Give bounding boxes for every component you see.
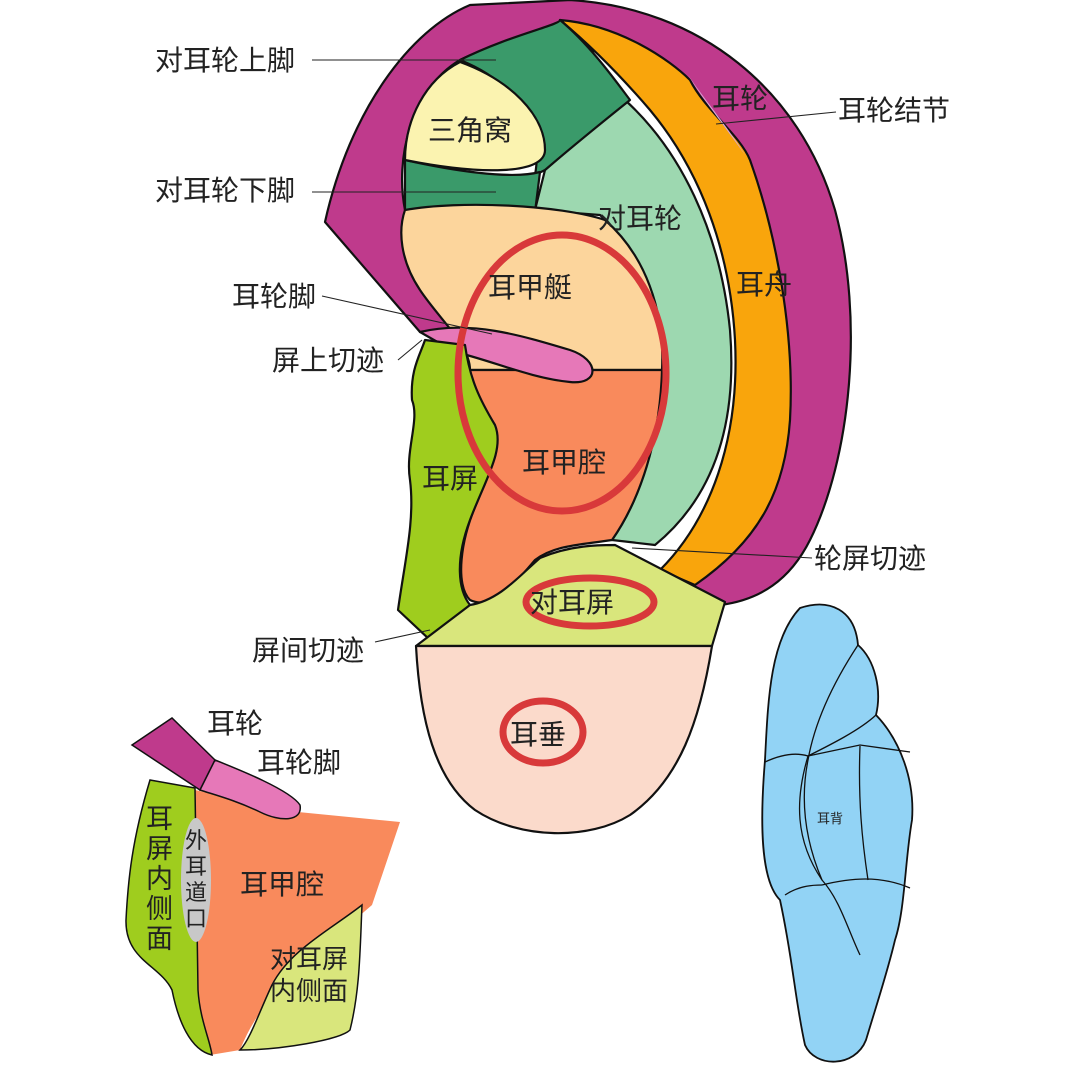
callout-helix-antitragus-notch: 轮屏切迹 [814, 542, 926, 575]
inner-region-helix-crus [198, 759, 301, 820]
back-contour-line [798, 755, 823, 881]
inner-label-tragus-char: 面 [146, 924, 173, 955]
inner-label-tragus-char: 侧 [146, 894, 173, 925]
leader-intertragic-notch [374, 629, 431, 643]
label-lobule: 耳垂 [510, 718, 566, 751]
leader-helix-crus [321, 295, 493, 335]
callout-helix-crus: 耳轮脚 [232, 280, 316, 313]
callout-helix-tubercle: 耳轮结节 [838, 94, 950, 127]
label-helix: 耳轮 [712, 82, 768, 115]
label-cavum-conchae: 耳甲腔 [522, 446, 606, 479]
inner-label-tragus-char: 耳 [146, 804, 173, 835]
highlight-ring-lobule [499, 697, 587, 767]
inner-label-helix-crus: 耳轮脚 [257, 746, 341, 779]
label-tragus: 耳屏 [422, 462, 478, 495]
back-contour-line [821, 878, 911, 889]
region-triangular-fossa [403, 60, 547, 172]
inner-label-ear-canal-char: 道 [185, 881, 207, 906]
back-view: 耳背 [761, 603, 914, 1063]
callout-inferior-crus: 对耳轮下脚 [155, 174, 295, 207]
label-cymba-conchae: 耳甲艇 [488, 271, 572, 304]
callout-intertragic-notch: 屏间切迹 [252, 634, 364, 667]
inner-label-tragus-char: 内 [146, 864, 173, 895]
inner-label-tragus-char: 屏 [146, 834, 173, 865]
region-lobule [414, 644, 714, 835]
back-contour-line [784, 884, 823, 896]
inner-label-antitragus-line1: 对耳屏 [270, 945, 348, 975]
back-contour-line [858, 745, 869, 881]
label-triangular-fossa: 三角窝 [428, 114, 512, 147]
inner-label-helix: 耳轮 [207, 707, 263, 740]
inner-region-helix [130, 717, 216, 792]
inner-region-cavum-conchae [195, 790, 400, 1055]
inner-region-antitragus [238, 903, 363, 1051]
leader-helix-antitragus-notch [631, 547, 813, 559]
inner-label-cavum-conchae: 耳甲腔 [240, 868, 324, 901]
back-contour-line [807, 744, 911, 757]
region-scapha [558, 18, 792, 587]
back-contour-line [803, 644, 861, 956]
inner-label-ear-canal-char: 耳 [185, 855, 207, 880]
callout-superior-crus: 对耳轮上脚 [155, 44, 295, 77]
back-region-outline [761, 603, 914, 1063]
inner-region-ear-canal [181, 818, 211, 942]
label-scapha: 耳舟 [736, 268, 792, 301]
leader-supratragic-notch [397, 339, 423, 361]
inner-label-ear-canal-char: 口 [185, 907, 207, 932]
label-antitragus: 对耳屏 [530, 586, 614, 619]
highlight-ring-concha [454, 231, 670, 515]
back-contour-line [807, 714, 877, 757]
region-antitragus [414, 543, 727, 648]
callout-supratragic-notch: 屏上切迹 [272, 344, 384, 377]
inner-label-antitragus-line2: 内侧面 [270, 977, 348, 1007]
leader-helix-tubercle [715, 111, 837, 125]
back-contour-line [764, 753, 809, 763]
label-antihelix: 对耳轮 [598, 202, 682, 235]
region-helix-tubercle [688, 75, 745, 155]
main-ear: 三角窝 对耳轮 耳轮 耳舟 耳甲艇 耳甲腔 耳屏 对耳屏 耳垂 对耳轮上脚 对耳… [155, 0, 950, 835]
highlight-ring-antitragus [522, 574, 658, 630]
back-label: 耳背 [817, 812, 843, 827]
inner-label-ear-canal-char: 外 [185, 829, 207, 854]
